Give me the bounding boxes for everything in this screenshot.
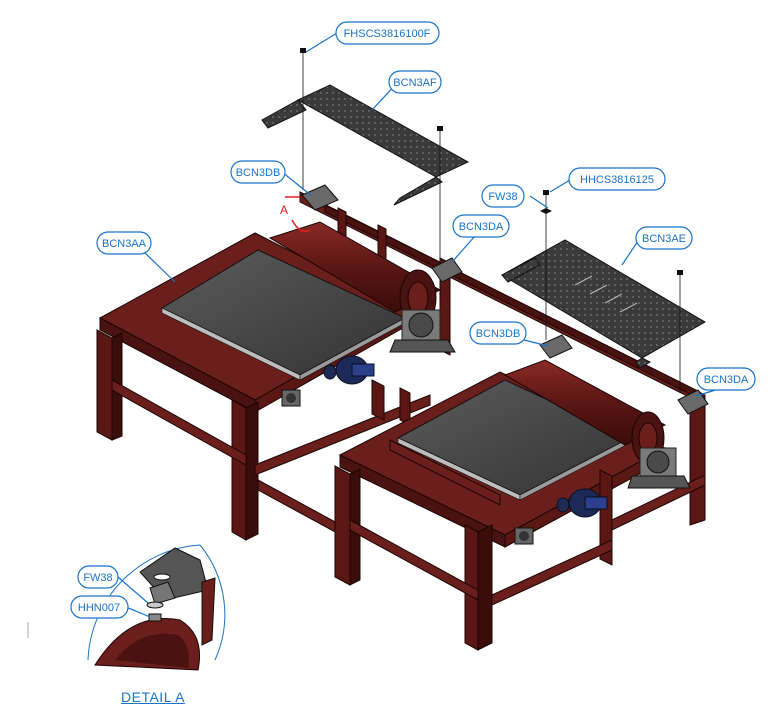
right-tail-takeup [514,527,534,545]
detail-marker-label: A [280,203,288,217]
balloon-bcn3db-mid [469,321,527,345]
bracket-bcn3db-top [301,184,339,211]
screw-top-right [677,270,683,275]
balloon-bcn3aa [96,231,152,255]
balloon-bcn3ae [635,226,693,250]
left-drive-motor [323,355,375,385]
callout-bcn3af: BCN3AF [393,77,437,89]
screw-hhcs-right [540,190,552,214]
screw-top-mid [437,126,443,131]
balloon-fw38-detail [77,565,119,589]
balloon-bcn3af [388,70,442,94]
balloon-fhscs3816100f [335,21,440,45]
balloon-hhn007 [70,595,129,619]
callout-bcn3db-mid: BCN3DB [476,328,521,340]
fastener-axis-lines [302,52,681,392]
detail-marker: A [280,196,311,232]
callout-balloons [70,21,756,619]
bracket-bcn3da-mid [431,257,463,283]
right-bearing-block [627,447,691,489]
callout-hhn007: HHN007 [78,602,120,614]
balloon-bcn3da-right [696,367,756,391]
detail-a-view [27,544,226,671]
callout-fhscs3816100f: FHSCS3816100F [344,28,431,40]
callout-bcn3aa: BCN3AA [102,238,147,250]
left-tail-takeup [281,389,301,407]
callout-bcn3db-top: BCN3DB [236,167,281,179]
screw-fhscs [300,48,306,53]
guard-plate-bcn3af [261,84,470,206]
guard-plate-bcn3ae [500,239,706,369]
left-bearing-block [389,309,456,353]
balloon-fw38-top [481,184,525,208]
callout-labels: FHSCS3816100F BCN3AF BCN3DB FW38 HHCS381… [78,28,749,614]
callout-bcn3ae: BCN3AE [642,233,686,245]
detail-a-caption: DETAIL A [121,689,185,705]
bracket-bcn3db-mid [539,334,573,359]
balloon-bcn3db-top [230,160,286,184]
callout-fw38-detail: FW38 [83,572,112,584]
callout-bcn3da-right: BCN3DA [704,374,749,386]
right-drive-motor [556,488,608,518]
left-belt-plate [160,249,407,381]
callout-bcn3da-mid: BCN3DA [459,221,504,233]
balloon-bcn3da-mid [452,214,510,238]
right-belt-plate [396,379,632,501]
callout-fw38-top: FW38 [488,191,517,203]
callout-hhcs3816125: HHCS3816125 [580,174,654,186]
balloon-hhcs3816125 [568,167,666,191]
bracket-bcn3da-right [677,389,709,415]
